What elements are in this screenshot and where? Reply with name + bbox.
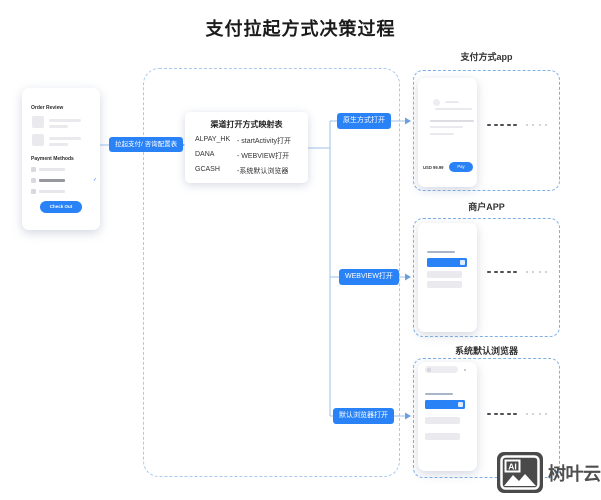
payment-app-phone: USD 99.99 Pay xyxy=(418,78,477,187)
open-method: - startActivity打开 xyxy=(237,138,292,145)
webview-banner xyxy=(427,258,467,267)
section-box-payment-app xyxy=(413,70,560,191)
payment-option-line-selected xyxy=(39,179,65,182)
content-block xyxy=(425,417,460,424)
mapping-table-title: 渠道打开方式映射表 xyxy=(210,120,283,129)
section-title-payment-app: 支付方式app xyxy=(460,52,513,62)
merchant-checkout-phone: Order Review Payment Methods ✓ Check Out xyxy=(22,88,100,230)
payment-amount: USD 99.99 xyxy=(423,165,444,170)
selected-check-icon: ✓ xyxy=(93,177,98,183)
channel-name: DANA xyxy=(195,151,215,158)
open-method: -系统默认浏览器 xyxy=(237,168,289,175)
content-block xyxy=(425,433,460,440)
order-item-line xyxy=(49,119,81,122)
channel-name: ALPAY_HK xyxy=(195,136,231,143)
order-item-thumbnail xyxy=(32,116,44,128)
svg-text:AI: AI xyxy=(508,462,517,472)
channel-mapping-table: 渠道打开方式映射表 ALPAY_HK - startActivity打开 DAN… xyxy=(185,112,308,183)
continuation-ellipsis xyxy=(487,271,552,273)
continuation-ellipsis xyxy=(487,413,552,415)
content-block xyxy=(427,281,462,288)
caption-line xyxy=(425,393,453,395)
watermark: AI 树叶云 xyxy=(497,452,601,493)
avatar xyxy=(433,99,440,106)
order-review-label: Order Review xyxy=(31,105,64,111)
payment-option-icon xyxy=(31,167,36,172)
detail-line xyxy=(430,133,454,135)
caption-line xyxy=(427,251,455,253)
detail-line xyxy=(430,126,463,128)
branch-pill-webview-open: WEBVIEW打开 xyxy=(339,269,399,285)
payment-option-line xyxy=(39,168,65,171)
banner-logo-icon xyxy=(460,260,465,265)
check-out-button: Check Out xyxy=(40,201,82,213)
pay-button: Pay xyxy=(449,162,473,172)
section-box-merchant-app xyxy=(413,218,560,337)
section-title-merchant-app: 商户APP xyxy=(468,202,505,212)
branch-pill-native-open: 原生方式打开 xyxy=(337,113,391,129)
browser-address-bar xyxy=(425,366,458,373)
launch-payment-pill: 拉起支付/ 咨询配置表 xyxy=(109,137,184,152)
order-item-line xyxy=(49,137,81,140)
open-method: - WEBVIEW打开 xyxy=(237,153,290,160)
watermark-brand: 树叶云 xyxy=(548,463,601,484)
merchant-app-webview-phone xyxy=(418,223,477,332)
payment-methods-label: Payment Methods xyxy=(31,156,74,162)
detail-line xyxy=(435,108,472,110)
payment-option-icon xyxy=(31,178,36,183)
user-name-line xyxy=(445,101,459,103)
content-block xyxy=(427,271,462,278)
favicon-icon xyxy=(427,367,431,372)
branch-pill-default-browser-open: 默认浏览器打开 xyxy=(333,408,394,424)
section-box-default-browser xyxy=(413,358,560,478)
page-title: 支付拉起方式决策过程 xyxy=(205,19,396,39)
continuation-ellipsis xyxy=(487,124,552,126)
ai-image-logo-icon: AI xyxy=(497,452,543,493)
payment-option-icon xyxy=(31,189,36,194)
section-title-default-browser: 系统默认浏览器 xyxy=(454,346,518,356)
order-item-line xyxy=(49,143,68,146)
channel-name: GCASH xyxy=(195,166,220,173)
browser-phone xyxy=(418,362,477,471)
browser-menu-icon xyxy=(464,369,466,371)
order-item-thumbnail xyxy=(32,134,44,146)
webview-banner xyxy=(425,400,465,409)
banner-logo-icon xyxy=(458,402,463,407)
order-item-line xyxy=(49,125,68,128)
divider-line xyxy=(430,120,474,122)
payment-option-line xyxy=(39,190,65,193)
